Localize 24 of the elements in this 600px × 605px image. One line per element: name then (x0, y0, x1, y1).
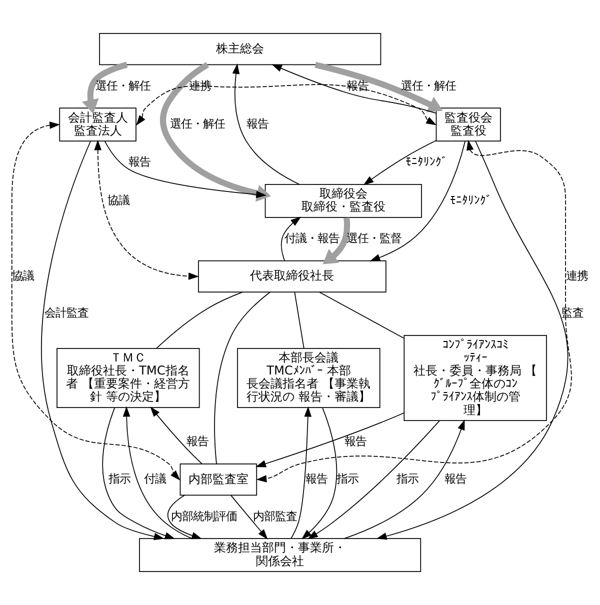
edge-label: 内部監査 (252, 510, 297, 523)
edge-label: 指示 (396, 472, 419, 486)
edge-label: 選任・解任 (95, 79, 150, 92)
edge-label: 選任・解任 (170, 118, 226, 131)
edge-label: 報告 (344, 435, 367, 448)
edge-label: 選任・監督 (346, 232, 402, 246)
edge-label: 報告 (128, 156, 150, 169)
edge-label: ﾓﾆﾀﾘﾝｸﾞ (450, 194, 492, 207)
edge-label: 選任・解任 (400, 79, 456, 92)
edge-label: 監査 (562, 306, 584, 320)
edge-label: 内部統制評価 (171, 510, 238, 523)
edge-label: 報告 (444, 472, 466, 486)
edge-label: 付議 (144, 472, 166, 486)
edge-label: 指示 (336, 472, 359, 486)
edge-label: 付議・報告 (284, 232, 340, 246)
edge-label: 協議 (12, 269, 34, 282)
edge-label: 報告 (186, 435, 209, 448)
edge-label: 連携 (566, 269, 588, 282)
edge-label: 協議 (108, 194, 130, 207)
edge-label: 指示 (108, 472, 130, 486)
edge-label: ﾓﾆﾀﾘﾝｸﾞ (406, 156, 448, 169)
edge-label: 報告 (246, 118, 268, 131)
edge-label: 報告 (305, 472, 328, 486)
edge-label: 会計監査 (44, 306, 89, 320)
